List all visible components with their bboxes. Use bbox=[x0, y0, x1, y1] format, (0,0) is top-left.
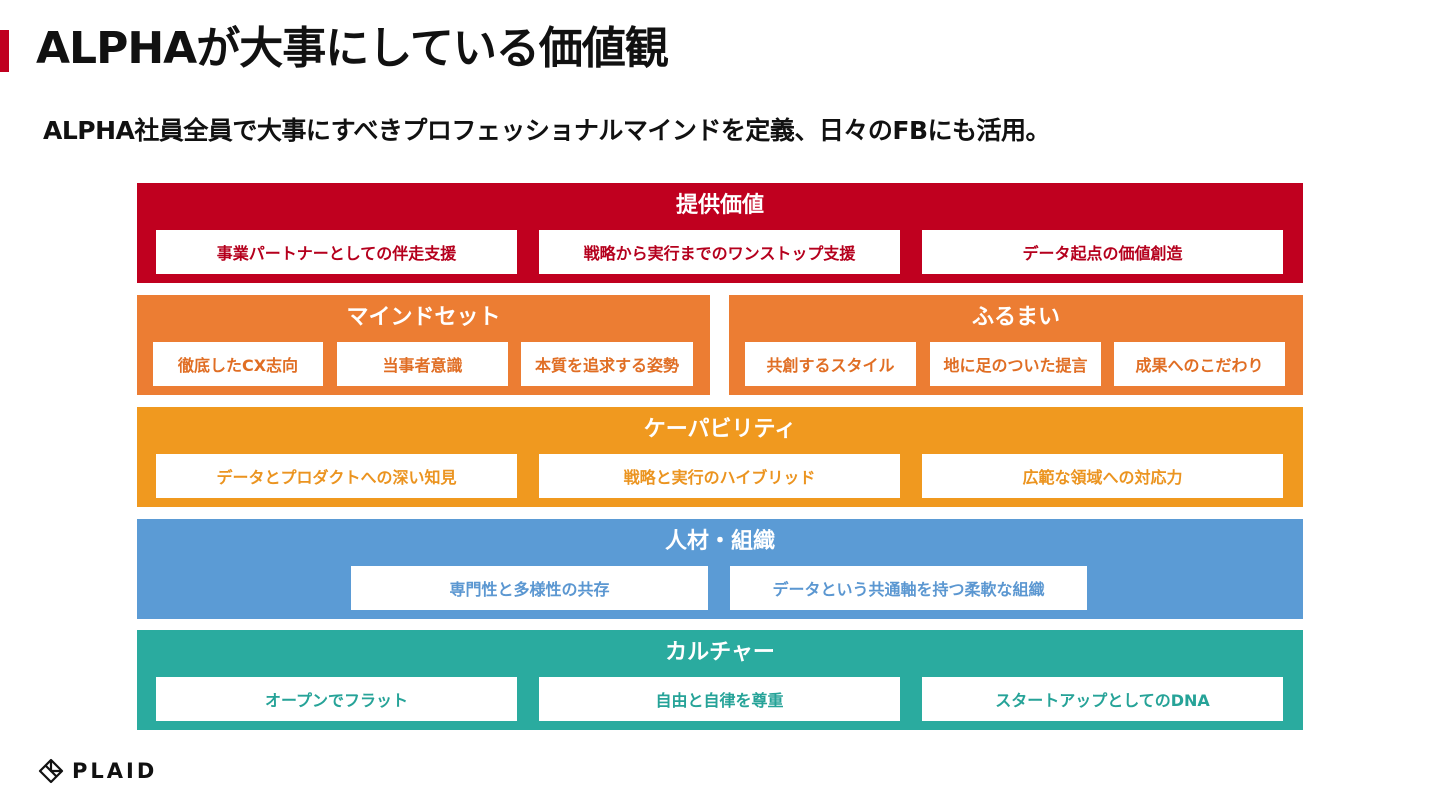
mindset-item: 本質を追求する姿勢 bbox=[521, 342, 693, 386]
culture-item: 自由と自律を尊重 bbox=[539, 677, 900, 721]
culture-item: スタートアップとしてのDNA bbox=[922, 677, 1283, 721]
band-value-label: 提供価値 bbox=[675, 193, 764, 218]
people-item: 専門性と多様性の共存 bbox=[351, 566, 708, 610]
capability-item: 広範な領域への対応力 bbox=[922, 454, 1283, 498]
behavior-item: 地に足のついた提言 bbox=[930, 342, 1101, 386]
capability-item: 戦略と実行のハイブリッド bbox=[539, 454, 900, 498]
value-item: 事業パートナーとしての伴走支援 bbox=[156, 230, 517, 274]
culture-item: オープンでフラット bbox=[156, 677, 517, 721]
mindset-item: 当事者意識 bbox=[337, 342, 508, 386]
band-value: 提供価値 事業パートナーとしての伴走支援 戦略から実行までのワンストップ支援 デ… bbox=[137, 183, 1303, 283]
page-title: ALPHAが大事にしている価値観 bbox=[36, 23, 669, 74]
value-item: 戦略から実行までのワンストップ支援 bbox=[539, 230, 900, 274]
band-mindset-label: マインドセット bbox=[346, 305, 501, 330]
band-culture: カルチャー オープンでフラット 自由と自律を尊重 スタートアップとしてのDNA bbox=[137, 630, 1303, 730]
band-capability-label: ケーパビリティ bbox=[643, 417, 797, 442]
page-subtitle: ALPHA社員全員で大事にすべきプロフェッショナルマインドを定義、日々のFBにも… bbox=[43, 116, 1051, 145]
plaid-logo-icon bbox=[38, 758, 64, 784]
title-accent-bar bbox=[0, 30, 9, 72]
people-item: データという共通軸を持つ柔軟な組織 bbox=[730, 566, 1087, 610]
capability-item: データとプロダクトへの深い知見 bbox=[156, 454, 517, 498]
band-behavior-label: ふるまい bbox=[971, 305, 1060, 330]
band-mindset: マインドセット 徹底したCX志向 当事者意識 本質を追求する姿勢 bbox=[137, 295, 710, 395]
behavior-item: 成果へのこだわり bbox=[1114, 342, 1285, 386]
band-capability: ケーパビリティ データとプロダクトへの深い知見 戦略と実行のハイブリッド 広範な… bbox=[137, 407, 1303, 507]
band-people: 人材・組織 専門性と多様性の共存 データという共通軸を持つ柔軟な組織 bbox=[137, 519, 1303, 619]
mindset-item: 徹底したCX志向 bbox=[153, 342, 323, 386]
band-culture-label: カルチャー bbox=[665, 640, 775, 665]
behavior-item: 共創するスタイル bbox=[745, 342, 916, 386]
band-behavior: ふるまい 共創するスタイル 地に足のついた提言 成果へのこだわり bbox=[729, 295, 1303, 395]
plaid-logo: PLAID bbox=[38, 758, 157, 784]
plaid-logo-text: PLAID bbox=[72, 759, 158, 783]
band-people-label: 人材・組織 bbox=[664, 529, 775, 554]
value-item: データ起点の価値創造 bbox=[922, 230, 1283, 274]
